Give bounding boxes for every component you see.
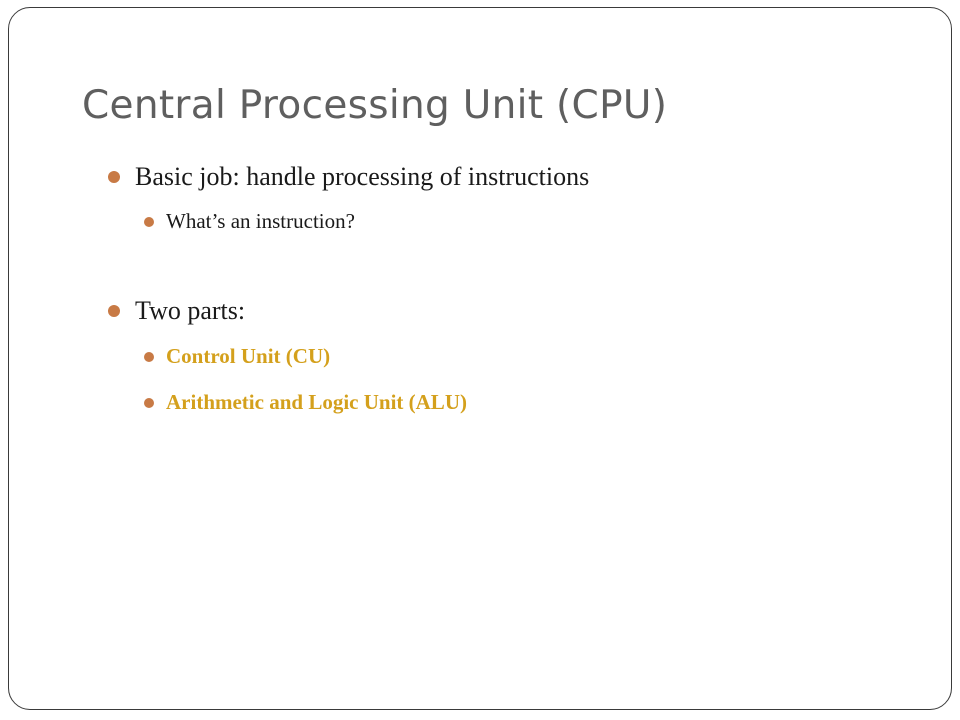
sub-bullet-alu: Arithmetic and Logic Unit (ALU) (144, 390, 467, 415)
bullet-text-highlight: Arithmetic and Logic Unit (ALU) (166, 390, 467, 414)
bullet-two-parts: Two parts: (108, 296, 245, 326)
bullet-text: Basic job: handle processing of instruct… (135, 162, 590, 191)
bullet-dot-icon (108, 171, 120, 183)
bullet-basic-job: Basic job: handle processing of instruct… (108, 162, 589, 192)
slide-frame (8, 7, 952, 710)
sub-bullet-instruction: What’s an instruction? (144, 209, 355, 234)
bullet-dot-icon (144, 351, 154, 362)
sub-bullet-control-unit: Control Unit (CU) (144, 344, 330, 369)
bullet-text: Two parts: (135, 296, 246, 325)
slide-title: Central Processing Unit (CPU) (82, 83, 668, 128)
bullet-dot-icon (144, 397, 154, 408)
bullet-dot-icon (108, 305, 120, 317)
bullet-text-highlight: Control Unit (CU) (166, 344, 331, 368)
bullet-text: What’s an instruction? (166, 209, 355, 233)
bullet-dot-icon (144, 216, 154, 227)
